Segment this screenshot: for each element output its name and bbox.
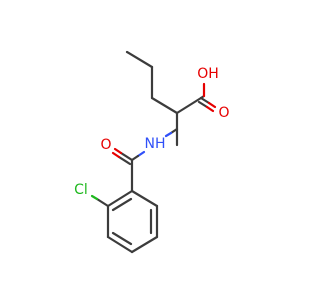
- bond-ring-cl-c: [95, 197, 110, 208]
- ring-bond-4: [130, 235, 159, 254]
- amide-linkage: [111, 127, 179, 193]
- ring-bond-3: [106, 235, 134, 254]
- carboxylic-acid-group: [175, 82, 217, 115]
- bond-carboxyl-o-double-b: [197, 100, 209, 109]
- bond-ring-cl: [90, 194, 99, 201]
- bond-carboxyl-o-double-a: [199, 96, 211, 105]
- chlorine-substituent: [90, 194, 110, 208]
- bond-n-carbonyl-c: [130, 154, 140, 162]
- bond-alpha-n-c: [169, 127, 179, 135]
- bond-carboxyl-o-double-a-o: [207, 101, 217, 109]
- bond-c1-c2: [125, 50, 154, 69]
- acid-carbonyl-oxygen-label: O: [218, 105, 229, 121]
- ring-bond-6: [130, 189, 159, 208]
- bond-n-carbonyl: [136, 150, 146, 158]
- hydroxyl-oxygen-label: OH: [197, 66, 219, 82]
- chlorine-label: Cl: [74, 182, 88, 198]
- ring-double-2: [111, 231, 133, 246]
- ring-double-1: [111, 197, 133, 212]
- bond-amide-co-a-o: [113, 147, 123, 155]
- bond-amide-co-b-o: [111, 151, 121, 159]
- amide-nitrogen-label: NH: [145, 136, 166, 152]
- bond-amide-co-b: [117, 155, 132, 166]
- bond-amide-co-a: [119, 151, 134, 162]
- ring-bond-1: [106, 189, 134, 208]
- bond-alpha-carboxyl: [175, 96, 203, 115]
- bond-alpha-n: [164, 131, 173, 138]
- butyl-chain: [125, 50, 179, 147]
- amide-carbonyl-oxygen-label: O: [100, 137, 111, 153]
- bond-carboxyl-o-double-b-o: [205, 105, 215, 113]
- structure-diagram: OH O NH O Cl: [74, 50, 230, 254]
- benzene-ring: [106, 189, 159, 254]
- bond-c3-c4: [150, 96, 179, 115]
